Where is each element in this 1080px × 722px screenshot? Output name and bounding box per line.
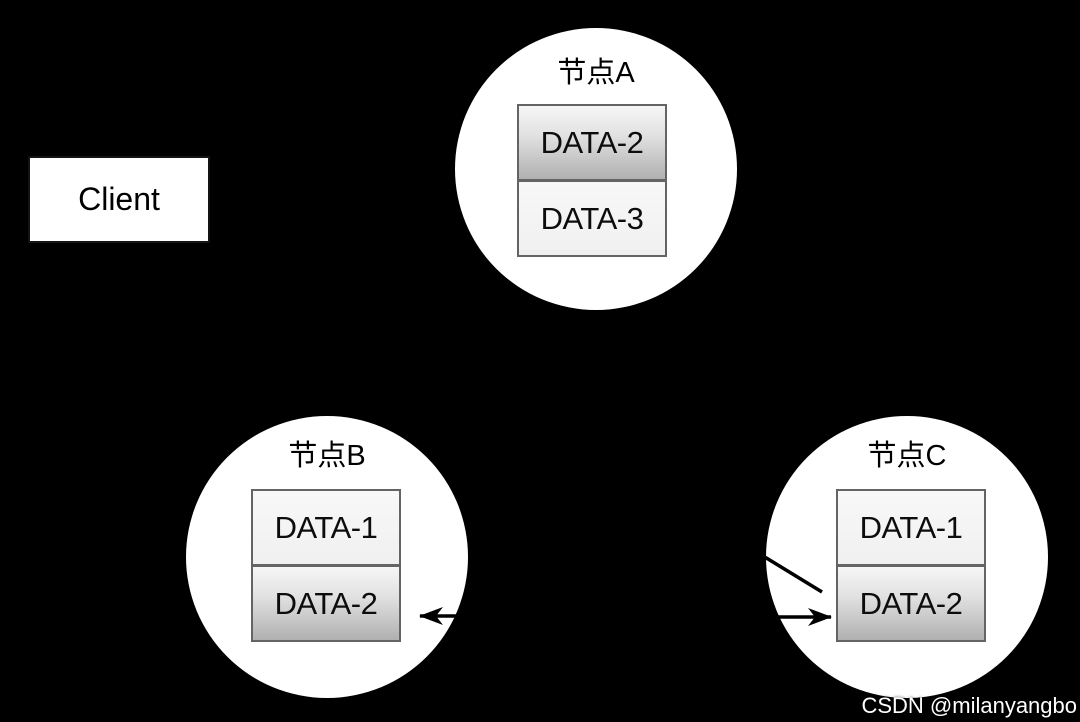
node-c-circle: 节点C DATA-1 DATA-2 [766,416,1048,698]
node-a-data-stack: DATA-2 DATA-3 [517,104,667,257]
node-a-data-3-box: DATA-3 [517,180,667,257]
node-c-data-stack: DATA-1 DATA-2 [836,489,986,642]
node-b-data-2-box: DATA-2 [251,565,401,642]
node-c-data-2-box: DATA-2 [836,565,986,642]
node-a-data-2-box: DATA-2 [517,104,667,181]
watermark: CSDN @milanyangbo [861,693,1077,718]
client-label: Client [78,181,160,217]
node-b-data-1-box: DATA-1 [251,489,401,566]
node-c-data-1-box: DATA-1 [836,489,986,566]
node-b-circle: 节点B DATA-1 DATA-2 [186,416,468,698]
node-c-label: 节点C [867,440,947,472]
node-a-label: 节点A [557,57,635,89]
client-box: Client [28,156,210,243]
node-a-circle: 节点A DATA-2 DATA-3 [455,28,737,310]
node-b-label: 节点B [288,440,366,472]
node-b-data-stack: DATA-1 DATA-2 [251,489,401,642]
